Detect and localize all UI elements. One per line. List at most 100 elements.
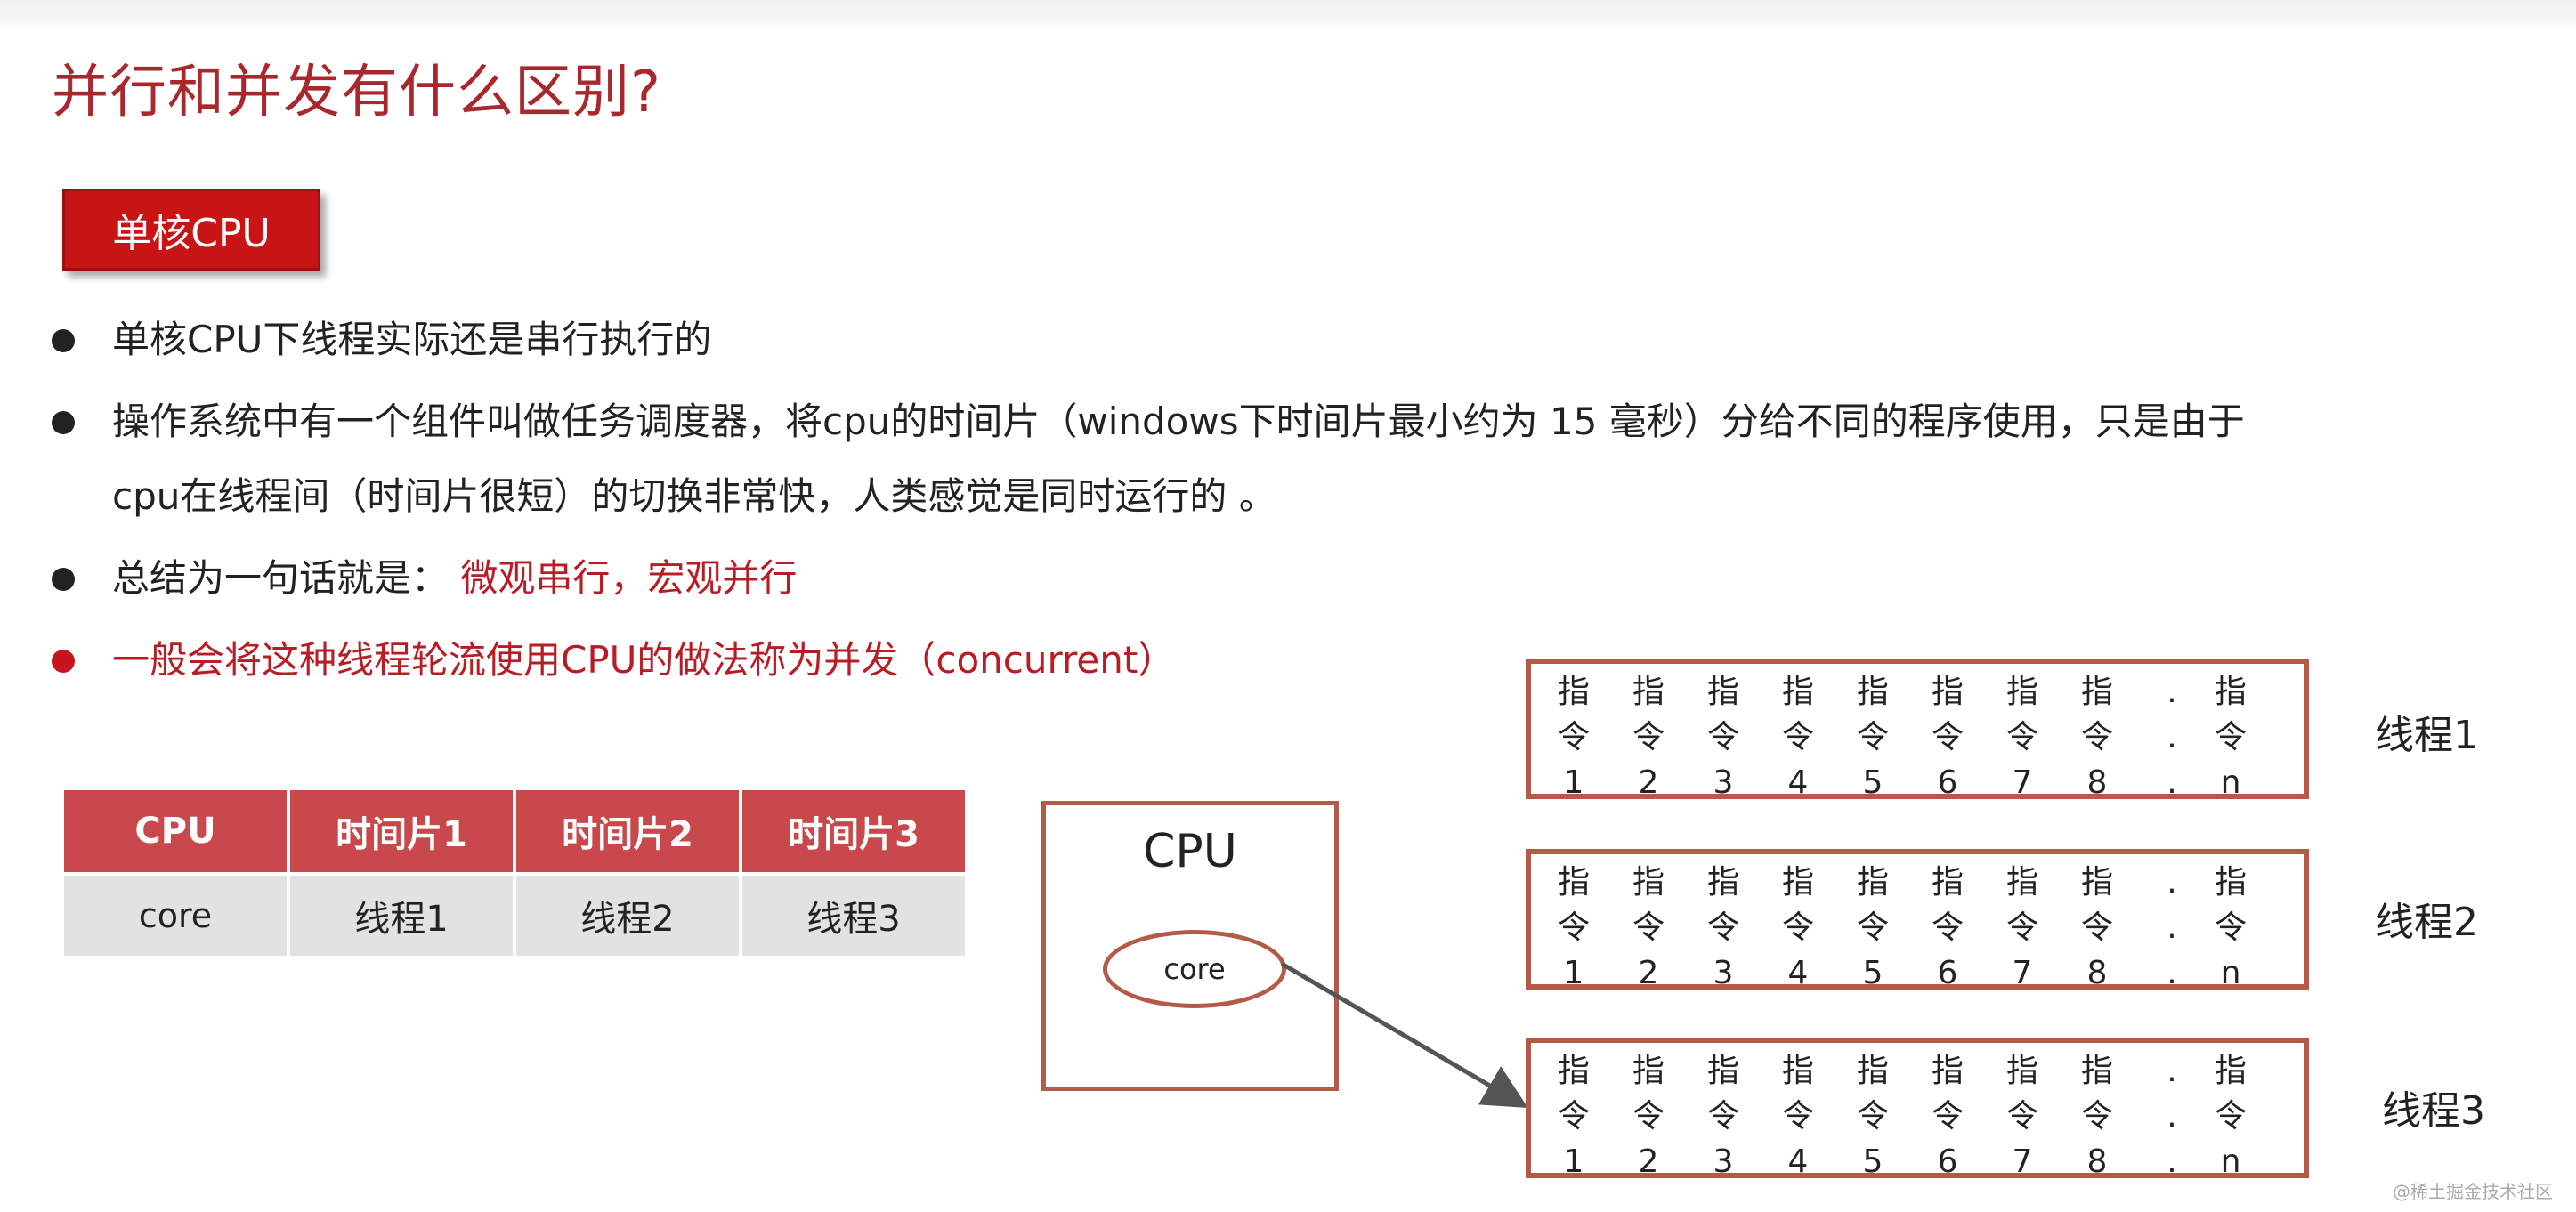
instruction-glyph: 令: [1706, 909, 1739, 946]
instruction-glyph: 令: [1856, 909, 1889, 946]
instruction-glyph: 3: [1713, 764, 1734, 801]
table-header-row: CPU 时间片1 时间片2 时间片3: [64, 790, 965, 876]
instruction-glyph: 指: [1781, 1053, 1814, 1089]
instruction-glyph: 2: [1638, 1143, 1659, 1180]
instruction-glyph: 令: [1931, 719, 1964, 755]
instruction-glyph: n: [2220, 955, 2241, 991]
instruction-glyph: 2: [1638, 955, 1659, 991]
table-header: 时间片2: [514, 790, 742, 876]
table-cell: 线程3: [741, 874, 965, 956]
instruction-glyph: 指: [1706, 1053, 1739, 1089]
instruction-glyph: .: [2167, 764, 2177, 801]
instruction-glyph: 指: [1557, 864, 1590, 901]
instruction-glyph: 8: [2086, 764, 2108, 801]
instruction-glyph: .: [2167, 864, 2177, 901]
instruction-glyph: 令: [1931, 909, 1964, 946]
instruction-glyph: 令: [1706, 719, 1739, 755]
instruction-glyph: 指: [1706, 864, 1739, 901]
instruction-glyph: 5: [1862, 1143, 1883, 1180]
instruction-glyph: 6: [1937, 955, 1958, 991]
page-title: 并行和并发有什么区别?: [52, 60, 661, 125]
instruction-column: ...: [2154, 1048, 2190, 1184]
instruction-column: ...: [2154, 860, 2190, 996]
instruction-glyph: 指: [1557, 674, 1590, 710]
instruction-glyph: 指: [1856, 674, 1889, 710]
table-cell: 线程2: [514, 874, 742, 956]
instruction-glyph: 指: [1632, 864, 1665, 901]
instruction-glyph: 指: [2005, 674, 2038, 710]
instruction-glyph: 指: [1856, 864, 1889, 901]
instruction-glyph: 令: [2080, 1098, 2113, 1135]
table-row: core 线程1 线程2 线程3: [64, 874, 965, 956]
instruction-column: 指令 4: [1780, 1048, 1816, 1184]
table-cell: core: [64, 874, 290, 956]
instruction-glyph: 指: [2080, 1053, 2113, 1089]
instruction-glyph: 令: [2080, 719, 2113, 755]
instruction-glyph: 指: [2214, 864, 2247, 901]
instruction-glyph: 令: [1781, 1098, 1814, 1135]
instruction-glyph: 令: [1781, 719, 1814, 755]
bullet-text: cpu在线程间（时间片很短）的切换非常快，人类感觉是同时运行的 。: [112, 474, 1276, 518]
bullet-dot: [52, 411, 75, 434]
bullet-dot: [52, 650, 75, 673]
instruction-glyph: 令: [1557, 719, 1590, 755]
instruction-glyph: 令: [1706, 1098, 1739, 1135]
table-header: 时间片1: [288, 790, 516, 876]
bullet-text: 单核CPU下线程实际还是串行执行的: [112, 318, 712, 361]
instruction-glyph: 指: [2214, 674, 2247, 710]
instruction-glyph: 令: [1856, 719, 1889, 755]
instruction-glyph: 指: [2080, 674, 2113, 710]
instruction-glyph: 指: [1931, 1053, 1964, 1089]
table-cell: 线程1: [288, 874, 516, 956]
summary-highlight: 微观串行，宏观并行: [460, 556, 798, 600]
table-header: CPU: [64, 790, 290, 876]
bullet-text: 一般会将这种线程轮流使用CPU的做法称为并发（concurrent）: [112, 638, 1176, 682]
cpu-label: CPU: [1143, 825, 1237, 878]
bullet-dot: [52, 329, 75, 352]
instruction-glyph: 指: [1931, 864, 1964, 901]
instruction-glyph: 令: [2080, 909, 2113, 946]
thread-label-3: 线程3: [2382, 1088, 2485, 1134]
single-core-badge: 单核CPU: [62, 189, 320, 271]
instruction-glyph: 令: [1856, 1098, 1889, 1135]
table-header: 时间片3: [741, 790, 965, 876]
instruction-column: 指令 8: [2079, 669, 2115, 805]
instruction-glyph: 4: [1787, 764, 1809, 801]
instruction-glyph: 令: [1781, 909, 1814, 946]
instruction-glyph: 指: [2005, 1053, 2038, 1089]
instruction-glyph: 6: [1937, 764, 1958, 801]
instruction-glyph: 令: [2005, 1098, 2038, 1135]
instruction-glyph: 8: [2086, 1143, 2108, 1180]
instruction-glyph: 令: [1632, 1098, 1665, 1135]
bullet-dot: [52, 568, 75, 591]
instruction-glyph: .: [2167, 719, 2177, 755]
cpu-box: CPU core: [1041, 801, 1339, 1091]
instruction-glyph: 指: [1856, 1053, 1889, 1089]
instruction-glyph: 5: [1862, 955, 1883, 991]
instruction-glyph: 1: [1563, 955, 1584, 991]
instruction-glyph: 令: [1557, 1098, 1590, 1135]
instruction-glyph: 令: [1931, 1098, 1964, 1135]
instruction-glyph: 指: [1931, 674, 1964, 710]
instruction-glyph: 指: [1781, 864, 1814, 901]
instruction-glyph: .: [2167, 909, 2177, 946]
instruction-glyph: 4: [1787, 1143, 1809, 1180]
instruction-glyph: 令: [2214, 1098, 2247, 1135]
bullet-text: 操作系统中有一个组件叫做任务调度器，将cpu的时间片（windows下时间片最小…: [112, 400, 2245, 443]
instruction-glyph: 7: [2012, 955, 2033, 991]
